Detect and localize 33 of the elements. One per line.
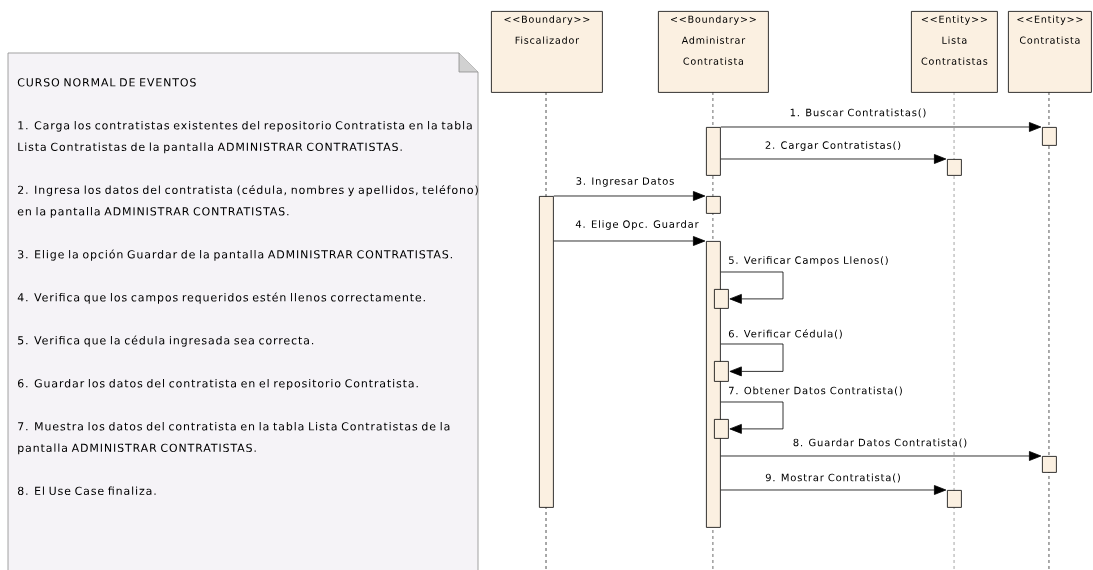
edge-label: 8. Guardar Datos Contratista() <box>791 437 969 449</box>
edge-label: 4. Elige Opc. Guardar <box>574 219 700 231</box>
activation-bar <box>714 419 729 439</box>
message-arrow <box>720 154 947 164</box>
message-arrow <box>720 122 1042 132</box>
lifeline-head: <<Boundary>> Administrar Contratista <box>658 11 769 93</box>
message-arrow <box>553 236 706 246</box>
edge-label: 2. Cargar Contratistas() <box>763 140 903 152</box>
activation-bar <box>706 127 721 176</box>
message-arrow <box>553 191 706 201</box>
activation-bar <box>714 361 729 382</box>
edge-label: 5. Verificar Campos Llenos() <box>727 255 890 267</box>
edge-label: 1. Buscar Contratistas() <box>788 107 928 119</box>
edge-label: 6. Verificar Cédula() <box>727 328 844 340</box>
message-arrow <box>720 401 784 434</box>
lifeline-head: <<Entity>> Contratista <box>1008 11 1092 93</box>
activation-bar <box>947 490 962 508</box>
lifeline-head: <<Boundary>> Fiscalizador <box>491 11 603 93</box>
note: CURSO NORMAL DE EVENTOS 1. Carga los contratistas existentes del repositorio Contratista en la tabla Lista Contratistas de la pantalla ADMINISTRAR CONTRATISTAS. 2. Ingresa los datos del contratista (cédula, nombres y apellidos, teléfono) en la pantalla ADMINISTRAR CONTRATISTAS. 3. Elige la opción Guardar de la pantalla ADMINISTRAR CONTRATISTAS. 4. Verifica que los campos requeridos estén llenos correctamente. 5. Verifica que la cédula ingresada sea correcta. 6. Guardar los datos del contratista en el repositorio Contratista. 7. Muestra los datos del contratista en la tabla Lista Contratistas de la pantalla ADMINISTRAR CONTRATISTAS. 8. El Use Case finaliza. <box>7 52 479 570</box>
activation-bar <box>1042 127 1057 146</box>
lifeline-head: <<Entity>> Lista Contratistas <box>911 11 998 93</box>
edge-label: 7. Obtener Datos Contratista() <box>727 385 904 397</box>
activation-bar <box>539 196 554 508</box>
activation-bar <box>1042 456 1057 473</box>
message-arrow <box>720 485 947 495</box>
message-arrow <box>720 271 784 304</box>
edge-label: 9. Mostrar Contratista() <box>764 472 902 484</box>
activation-bar <box>947 159 962 176</box>
message-arrow <box>720 451 1042 461</box>
message-arrow <box>720 343 784 377</box>
activation-bar <box>706 196 721 214</box>
activation-bar <box>714 289 729 309</box>
edge-label: 3. Ingresar Datos <box>574 176 676 188</box>
